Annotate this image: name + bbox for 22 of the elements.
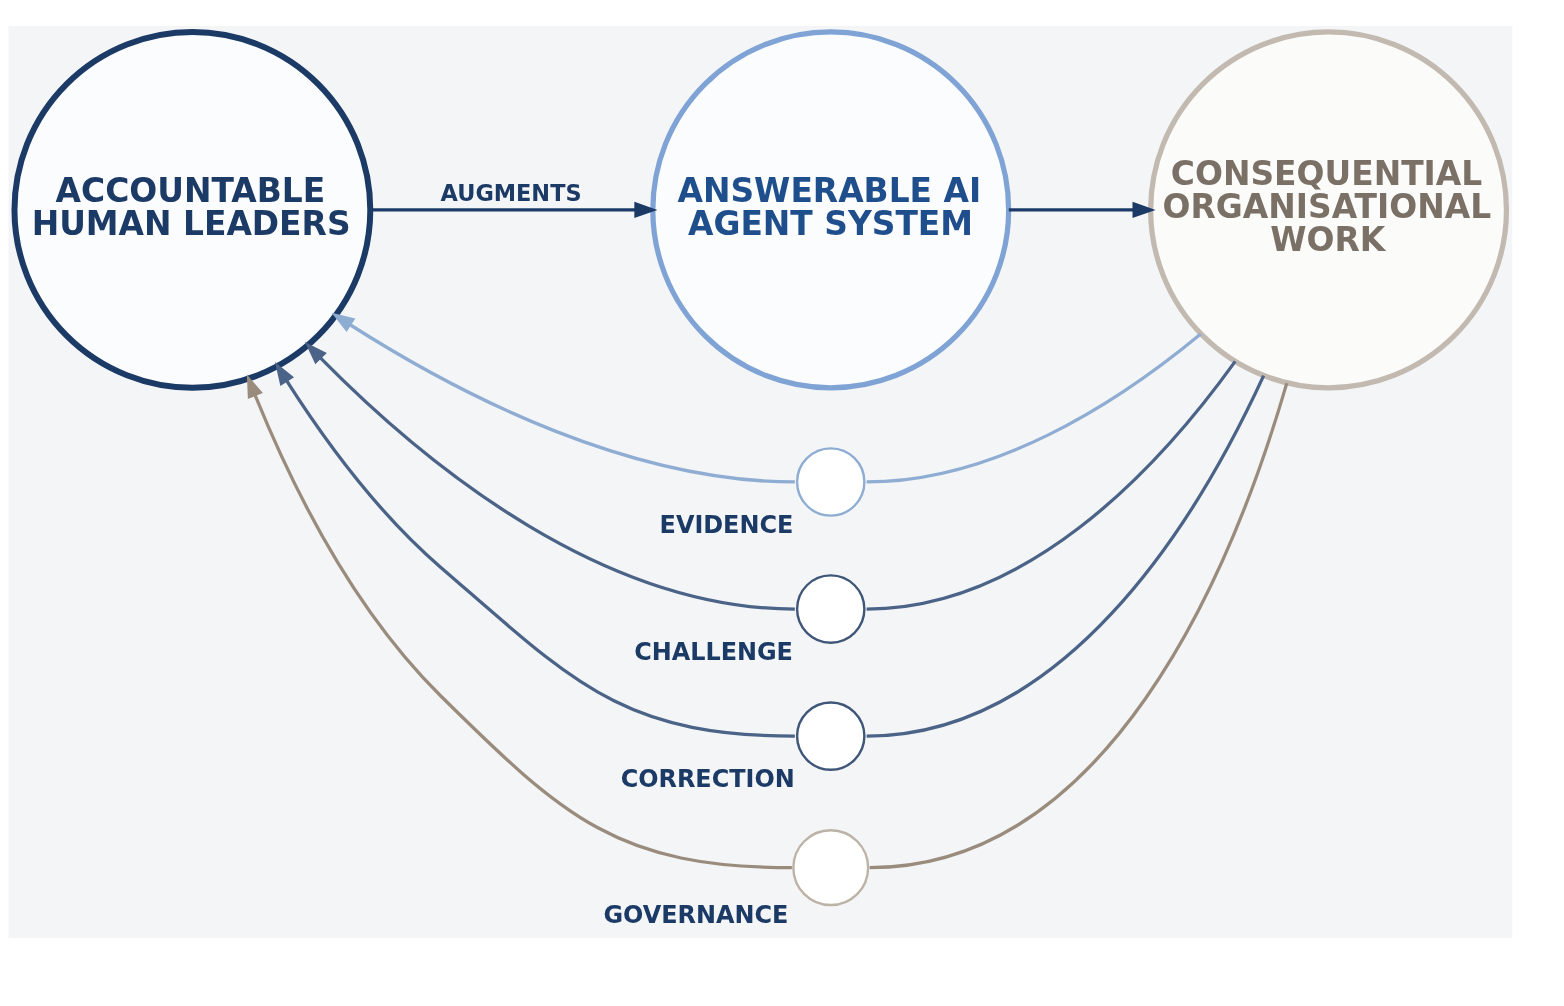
connector: [866, 359, 1237, 611]
node-circle: [795, 700, 866, 771]
connector: [866, 332, 1202, 484]
node-label: CHALLENGE: [634, 637, 793, 666]
node-label: CORRECTION: [620, 764, 795, 793]
connector: [866, 374, 1266, 738]
node-label: GOVERNANCE: [603, 900, 789, 929]
arrow: [274, 361, 795, 738]
node-label: EVIDENCE: [659, 510, 794, 539]
node-circle: CONSEQUENTIAL ORGANISATIONAL WORK: [1148, 28, 1510, 390]
arrow: [304, 341, 795, 611]
arrow: [246, 373, 792, 869]
node-circle: ACCOUNTABLE HUMAN LEADERS: [11, 28, 374, 391]
arrow: [370, 201, 658, 218]
arrow: [1008, 201, 1156, 218]
node-circle: ANSWERABLE AI AGENT SYSTEM: [650, 28, 1012, 390]
connector: [869, 382, 1289, 869]
node-circle: [792, 828, 870, 906]
arrow: [331, 312, 795, 484]
node-circle: [795, 446, 866, 517]
node-circle: [795, 573, 866, 644]
edge-label: AUGMENTS: [440, 179, 582, 206]
